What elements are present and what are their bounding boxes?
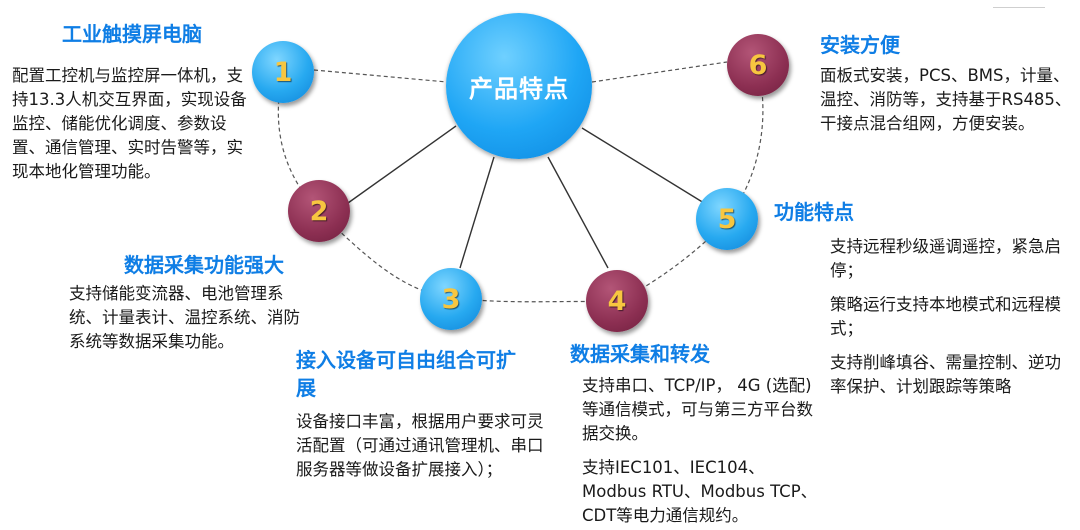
feature-5-paragraph-2: 策略运行支持本地模式和远程模式； xyxy=(830,295,1061,338)
feature-2-title: 数据采集功能强大 xyxy=(124,253,284,277)
node-2-number: 2 xyxy=(309,195,329,227)
feature-5-paragraph-1: 支持远程秒级遥调遥控，紧急启停； xyxy=(830,237,1061,280)
feature-4-paragraph-1: 支持串口、TCP/IP， 4G (选配)等通信模式，可与第三方平台数据交换。 xyxy=(582,376,813,443)
feature-2-paragraph: 支持储能变流器、电池管理系统、计量表计、温控系统、消防系统等数据采集功能。 xyxy=(69,284,300,351)
spoke-3 xyxy=(459,156,495,269)
feature-1-title: 工业触摸屏电脑 xyxy=(62,22,202,46)
node-5: 5 xyxy=(696,188,758,250)
dashed-link-1 xyxy=(313,69,448,83)
feature-1-paragraph: 配置工控机与监控屏一体机，支持13.3人机交互界面，实现设备监控、储能优化调度、… xyxy=(12,66,247,181)
feature-1-text: 配置工控机与监控屏一体机，支持13.3人机交互界面，实现设备监控、储能优化调度、… xyxy=(12,64,252,184)
node-3: 3 xyxy=(420,268,482,330)
node-5-number: 5 xyxy=(717,203,737,235)
feature-5-title: 功能特点 xyxy=(774,200,854,224)
spoke-4 xyxy=(547,156,609,269)
feature-2-text: 支持储能变流器、电池管理系统、计量表计、温控系统、消防系统等数据采集功能。 xyxy=(69,282,307,354)
feature-6-text: 面板式安装，PCS、BMS，计量、温控、消防等，支持基于RS485、干接点混合组… xyxy=(820,64,1072,136)
feature-4-text: 支持串口、TCP/IP， 4G (选配)等通信模式，可与第三方平台数据交换。 支… xyxy=(582,374,822,528)
dashed-link-6 xyxy=(591,61,728,83)
node-6-number: 6 xyxy=(748,49,768,81)
feature-5-text: 支持远程秒级遥调遥控，紧急启停； 策略运行支持本地模式和远程模式； 支持削峰填谷… xyxy=(830,235,1068,399)
feature-3-paragraph: 设备接口丰富，根据用户要求可灵活配置（可通过通讯管理机、串口服务器等做设备扩展接… xyxy=(296,412,544,479)
feature-3-title: 接入设备可自由组合可扩展 xyxy=(296,348,516,400)
feature-6-title: 安装方便 xyxy=(820,33,900,57)
corner-divider xyxy=(993,7,1045,8)
center-circle: 产品特点 xyxy=(446,13,592,159)
node-1: 1 xyxy=(252,41,314,103)
spoke-2 xyxy=(347,125,457,204)
feature-4-paragraph-2: 支持IEC101、IEC104、Modbus RTU、Modbus TCP、CD… xyxy=(582,458,818,525)
feature-3-text: 设备接口丰富，根据用户要求可灵活配置（可通过通讯管理机、串口服务器等做设备扩展接… xyxy=(296,410,548,482)
node-3-number: 3 xyxy=(441,283,461,315)
node-2: 2 xyxy=(288,180,350,242)
spoke-5 xyxy=(581,127,705,204)
center-label: 产品特点 xyxy=(469,74,569,103)
node-1-number: 1 xyxy=(273,56,293,88)
feature-4-title: 数据采集和转发 xyxy=(570,342,710,366)
node-4: 4 xyxy=(586,270,648,332)
feature-5-paragraph-3: 支持削峰填谷、需量控制、逆功率保护、计划跟踪等策略 xyxy=(830,353,1061,396)
node-4-number: 4 xyxy=(607,285,627,317)
node-6: 6 xyxy=(727,34,789,96)
feature-6-paragraph: 面板式安装，PCS、BMS，计量、温控、消防等，支持基于RS485、干接点混合组… xyxy=(820,66,1072,133)
